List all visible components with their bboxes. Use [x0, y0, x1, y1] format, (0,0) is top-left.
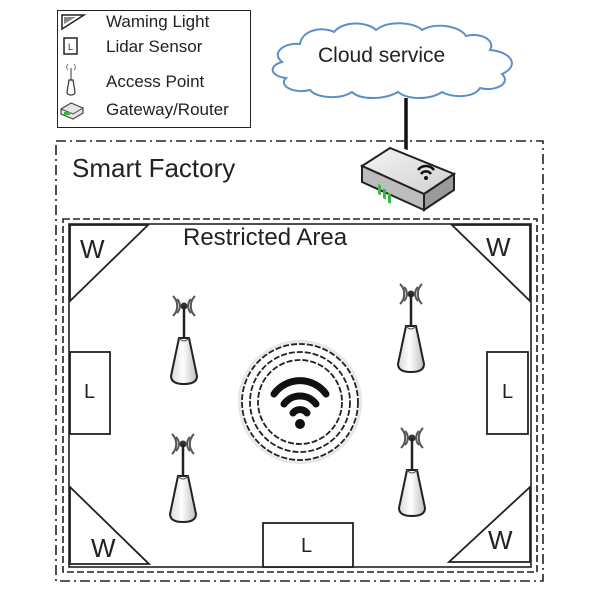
warning-light-top-left [69, 224, 151, 304]
access-point-bottom-right [397, 426, 427, 518]
legend-item-gateway-router: Gateway/Router [58, 99, 250, 125]
wifi-ring-middle [249, 351, 351, 453]
legend-item-warning-light: Waming Light [58, 11, 250, 37]
legend-label: Access Point [106, 72, 205, 91]
restricted-area-outer-border [62, 218, 538, 573]
legend-label: Waming Light [106, 12, 210, 31]
smart-factory-title: Smart Factory [72, 153, 236, 183]
legend: Waming Light Lidar Sensor Access Point G… [57, 10, 251, 128]
central-wifi-coverage [238, 340, 362, 464]
wifi-icon [270, 377, 330, 429]
access-point-top-left [169, 294, 199, 386]
access-point-top-right [396, 282, 426, 374]
cloud-service-label: Cloud service [318, 44, 446, 67]
warning-light-bottom-right [446, 484, 531, 563]
legend-item-lidar-sensor: Lidar Sensor [58, 36, 250, 62]
lidar-sensor-left [69, 351, 111, 435]
warning-light-top-right [449, 224, 531, 304]
restricted-area-title: Restricted Area [183, 224, 348, 251]
warning-light-label-bottom-left: W [91, 533, 116, 563]
wifi-ring-inner [257, 359, 343, 445]
legend-item-access-point: Access Point [58, 71, 250, 97]
lidar-sensor-right [486, 351, 529, 435]
lidar-sensor-label-right: L [502, 381, 514, 403]
warning-light-bottom-left [69, 484, 152, 565]
warning-light-label-top-right: W [486, 232, 511, 262]
lidar-sensor-label-bottom: L [301, 535, 313, 557]
smart-factory-boundary [55, 140, 544, 582]
lidar-sensor-bottom [262, 522, 354, 568]
wifi-ring-outer [241, 343, 359, 461]
warning-light-label-top-left: W [80, 234, 105, 264]
lidar-sensor-label-left: L [84, 381, 96, 403]
cloud-shape [271, 22, 513, 99]
gateway-router-icon [357, 142, 459, 216]
warning-light-label-bottom-right: W [488, 525, 513, 555]
legend-label: Lidar Sensor [106, 37, 203, 56]
legend-label: Gateway/Router [106, 100, 229, 119]
access-point-bottom-left [168, 432, 198, 524]
